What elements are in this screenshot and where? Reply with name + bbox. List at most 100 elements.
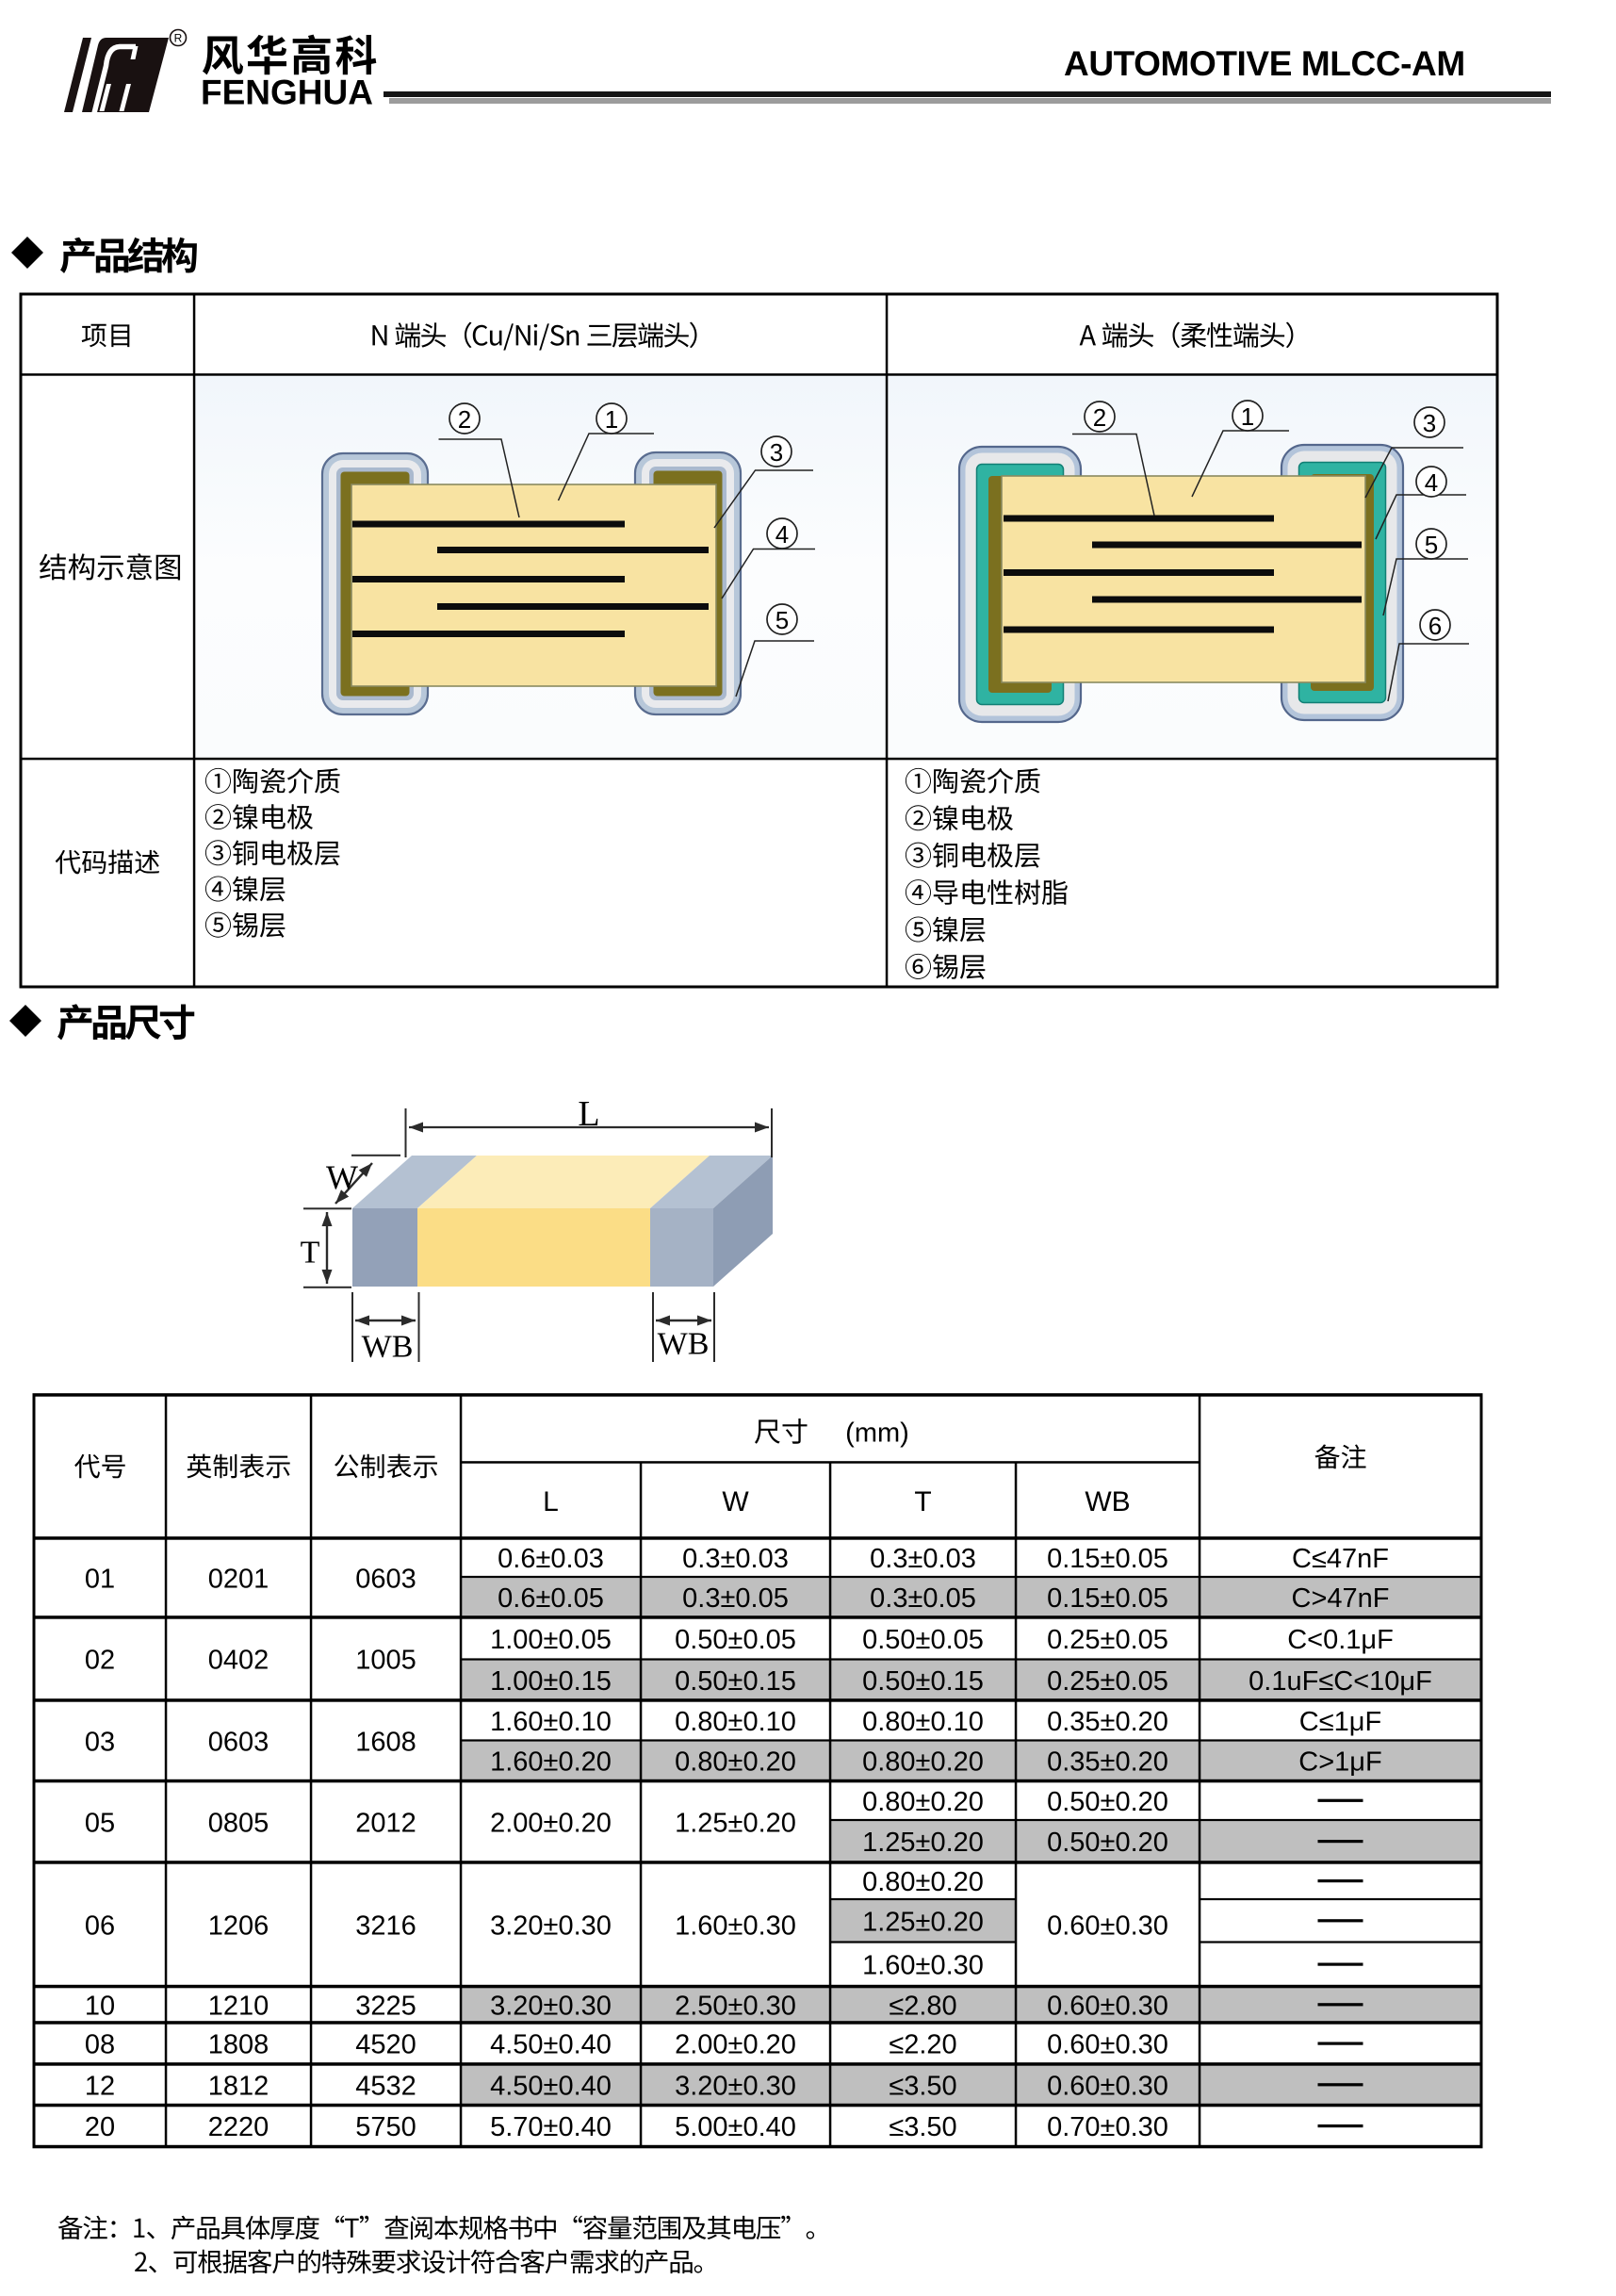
svg-text:1.00±0.15: 1.00±0.15 [490,1666,612,1697]
svg-text:0.3±0.03: 0.3±0.03 [870,1544,976,1574]
svg-text:05: 05 [85,1808,115,1838]
svg-text:W: W [722,1486,749,1517]
svg-text:1210: 1210 [208,1991,269,2021]
svg-text:1206: 1206 [208,1911,269,1941]
svg-text:0.80±0.20: 0.80±0.20 [862,1747,984,1778]
svg-text:1812: 1812 [208,2071,269,2101]
svg-text:4.50±0.40: 4.50±0.40 [490,2071,612,2101]
svg-text:1808: 1808 [208,2030,269,2060]
svg-text:T: T [914,1486,931,1517]
svg-text:2.00±0.20: 2.00±0.20 [675,2030,796,2060]
svg-text:0.35±0.20: 0.35±0.20 [1047,1707,1168,1737]
svg-text:1.25±0.20: 1.25±0.20 [675,1808,796,1838]
svg-text:4532: 4532 [355,2071,416,2101]
svg-text:0.80±0.20: 0.80±0.20 [862,1867,984,1897]
svg-text:C<0.1μF: C<0.1μF [1287,1625,1394,1655]
svg-text:0805: 0805 [208,1808,269,1838]
svg-text:0.80±0.10: 0.80±0.10 [675,1707,796,1737]
svg-text:3225: 3225 [355,1991,416,2021]
svg-text:4520: 4520 [355,2030,416,2060]
svg-text:0.25±0.05: 0.25±0.05 [1047,1666,1168,1697]
svg-text:20: 20 [85,2112,115,2142]
svg-text:0.6±0.03: 0.6±0.03 [498,1544,604,1574]
svg-text:1: 1 [605,405,618,434]
svg-text:R: R [174,31,183,44]
svg-text:0.70±0.30: 0.70±0.30 [1047,2112,1168,2142]
svg-text:0.80±0.20: 0.80±0.20 [675,1747,796,1778]
svg-text:0.60±0.30: 0.60±0.30 [1047,2030,1168,2060]
svg-text:06: 06 [85,1911,115,1941]
svg-text:0603: 0603 [355,1565,416,1595]
svg-text:1: 1 [1241,402,1254,431]
svg-text:0.60±0.30: 0.60±0.30 [1047,1991,1168,2021]
svg-text:1.25±0.20: 1.25±0.20 [862,1828,984,1858]
svg-text:0.15±0.05: 0.15±0.05 [1047,1544,1168,1574]
svg-text:0.50±0.15: 0.50±0.15 [862,1666,984,1697]
svg-text:4: 4 [1425,468,1438,497]
svg-text:0.25±0.05: 0.25±0.05 [1047,1625,1168,1655]
svg-text:0.3±0.05: 0.3±0.05 [870,1583,976,1614]
svg-text:0.80±0.20: 0.80±0.20 [862,1787,984,1817]
svg-text:5: 5 [775,606,789,634]
svg-text:2012: 2012 [355,1808,416,1838]
svg-text:0.3±0.03: 0.3±0.03 [682,1544,789,1574]
svg-text:W: W [326,1158,358,1196]
svg-text:L: L [543,1486,559,1517]
svg-text:3: 3 [1423,409,1436,437]
svg-text:(mm): (mm) [845,1419,909,1449]
svg-text:≤2.20: ≤2.20 [889,2030,956,2060]
svg-text:T: T [301,1235,320,1270]
svg-text:5.00±0.40: 5.00±0.40 [675,2112,796,2142]
svg-text:3216: 3216 [355,1911,416,1941]
svg-text:1.00±0.05: 1.00±0.05 [490,1625,612,1655]
svg-text:2.50±0.30: 2.50±0.30 [675,1991,796,2021]
svg-text:1.60±0.20: 1.60±0.20 [490,1747,612,1778]
svg-text:≤3.50: ≤3.50 [889,2071,956,2101]
svg-text:1.60±0.30: 1.60±0.30 [862,1951,984,1981]
svg-text:02: 02 [85,1646,115,1676]
svg-text:C≤47nF: C≤47nF [1292,1544,1389,1574]
svg-text:C≤1μF: C≤1μF [1299,1707,1381,1737]
svg-text:3.20±0.30: 3.20±0.30 [490,1911,612,1941]
svg-text:0.60±0.30: 0.60±0.30 [1047,1911,1168,1941]
svg-text:0.50±0.20: 0.50±0.20 [1047,1828,1168,1858]
svg-text:0201: 0201 [208,1565,269,1595]
svg-text:0.6±0.05: 0.6±0.05 [498,1583,604,1614]
svg-text:5750: 5750 [355,2112,416,2142]
svg-text:2220: 2220 [208,2112,269,2142]
svg-text:4: 4 [775,520,789,549]
svg-text:L: L [578,1094,599,1134]
svg-text:0.50±0.15: 0.50±0.15 [675,1666,796,1697]
svg-text:0.35±0.20: 0.35±0.20 [1047,1747,1168,1778]
svg-text:1005: 1005 [355,1646,416,1676]
svg-text:C>47nF: C>47nF [1292,1583,1390,1614]
svg-text:3.20±0.30: 3.20±0.30 [490,1991,612,2021]
svg-text:1.60±0.10: 1.60±0.10 [490,1707,612,1737]
svg-text:FENGHUA: FENGHUA [201,74,373,112]
svg-text:AUTOMOTIVE MLCC-AM: AUTOMOTIVE MLCC-AM [1064,44,1465,83]
svg-text:WB: WB [658,1326,710,1361]
svg-text:6: 6 [1428,612,1442,640]
svg-text:2.00±0.20: 2.00±0.20 [490,1808,612,1838]
svg-text:WB: WB [362,1329,414,1364]
svg-text:03: 03 [85,1727,115,1757]
svg-text:08: 08 [85,2030,115,2060]
svg-text:0.3±0.05: 0.3±0.05 [682,1583,789,1614]
svg-text:10: 10 [85,1991,115,2021]
svg-text:12: 12 [85,2071,115,2101]
svg-text:1.60±0.30: 1.60±0.30 [675,1911,796,1941]
svg-text:5.70±0.40: 5.70±0.40 [490,2112,612,2142]
svg-text:5: 5 [1425,531,1438,559]
svg-text:2: 2 [1093,403,1106,432]
svg-text:01: 01 [85,1565,115,1595]
svg-text:0.50±0.20: 0.50±0.20 [1047,1787,1168,1817]
svg-text:0.50±0.05: 0.50±0.05 [675,1625,796,1655]
svg-text:1608: 1608 [355,1727,416,1757]
svg-text:3: 3 [770,438,783,467]
svg-text:0.1uF≤C<10μF: 0.1uF≤C<10μF [1249,1666,1432,1697]
svg-text:3.20±0.30: 3.20±0.30 [675,2071,796,2101]
svg-text:0402: 0402 [208,1646,269,1676]
svg-text:0.80±0.10: 0.80±0.10 [862,1707,984,1737]
svg-text:0.15±0.05: 0.15±0.05 [1047,1583,1168,1614]
svg-text:WB: WB [1085,1486,1130,1517]
